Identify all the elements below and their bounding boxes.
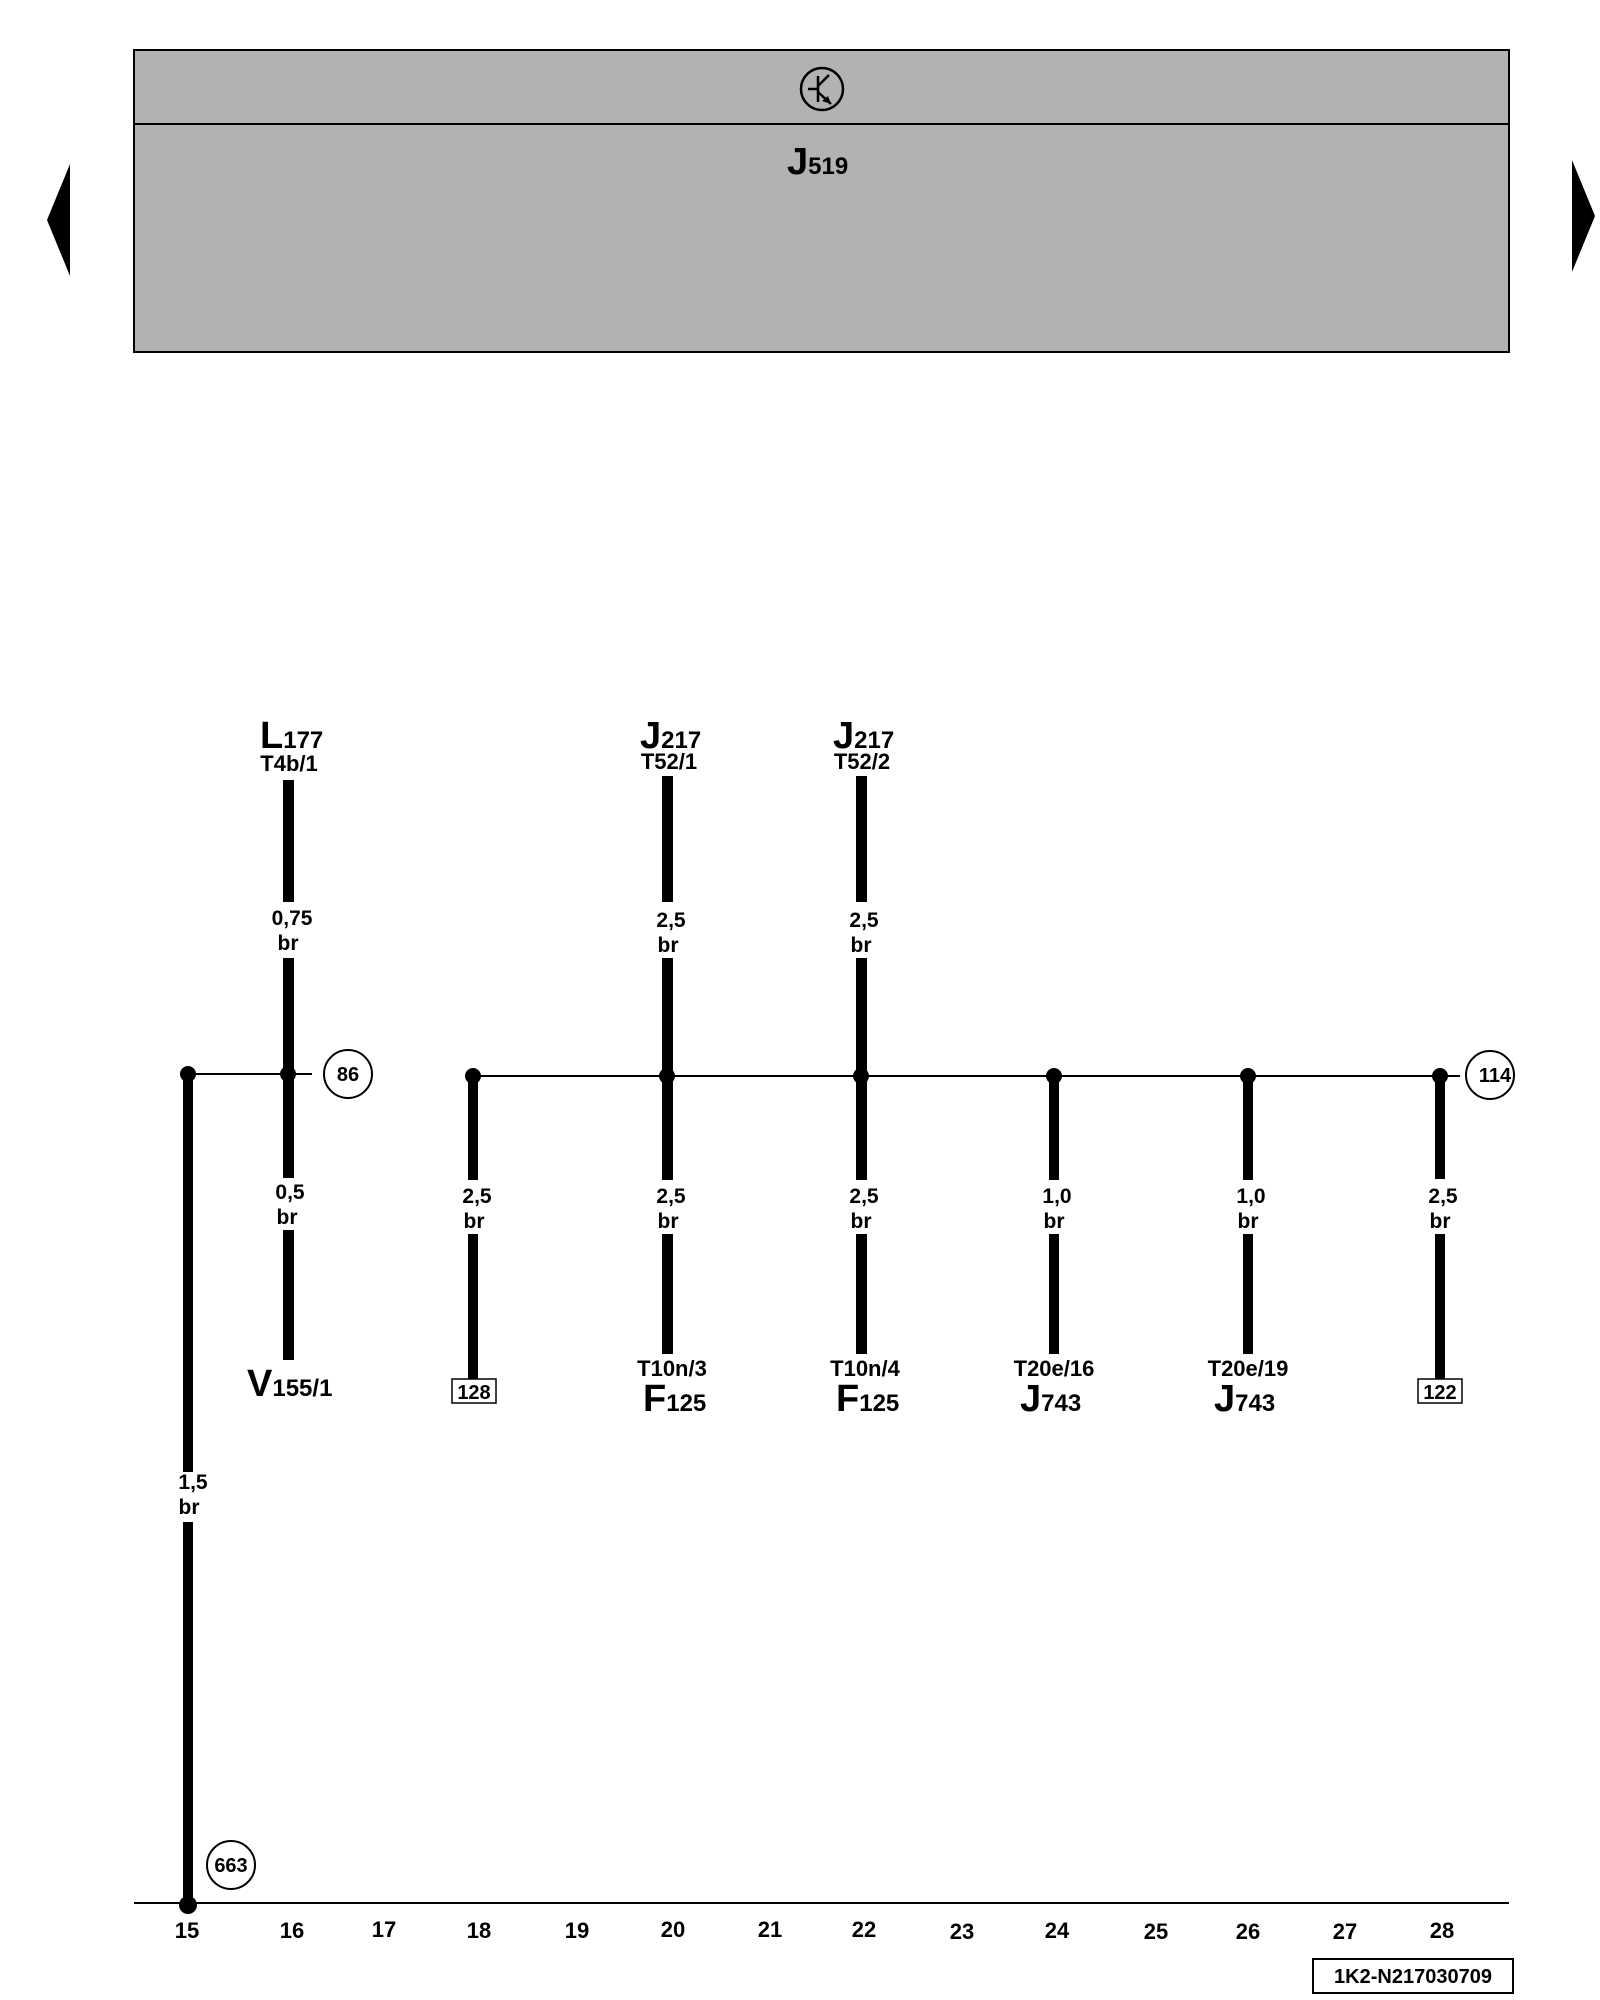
wire-color-label: br — [179, 1496, 200, 1519]
bottom-component-label: V155/1 — [247, 1363, 332, 1405]
boxed-ref — [451, 1378, 497, 1404]
column-number: 26 — [1236, 1919, 1260, 1944]
wire-size-label: 2,5 — [849, 1185, 879, 1208]
column-number: 23 — [950, 1919, 974, 1944]
circle-ref[interactable] — [1465, 1050, 1515, 1100]
junction-dot — [179, 1896, 197, 1914]
bottom-component-pin: T20e/19 — [1208, 1356, 1289, 1381]
column-number: 22 — [852, 1917, 876, 1942]
wire-color-label: br — [851, 934, 872, 957]
boxed-ref-label: 128 — [457, 1382, 490, 1404]
wire-segment — [1435, 1076, 1445, 1179]
column-number: 28 — [1430, 1918, 1454, 1943]
circle-ref[interactable] — [206, 1840, 256, 1890]
document-id: 1K2-N217030709 — [1334, 1966, 1492, 1988]
column-number: 24 — [1045, 1918, 1070, 1943]
wire-size-label: 2,5 — [462, 1185, 492, 1208]
top-component-label: J217 — [833, 715, 894, 757]
bottom-component-pin: T10n/4 — [830, 1356, 900, 1381]
junction-dot — [1240, 1068, 1256, 1084]
wire-segment — [468, 1234, 478, 1380]
wire-size-label: 2,5 — [849, 909, 879, 932]
wire-size-label: 0,5 — [275, 1181, 305, 1204]
wire-segment — [283, 780, 294, 902]
junction-dot — [180, 1066, 196, 1082]
top-component-pin: T52/1 — [641, 749, 697, 774]
wire-color-label: br — [277, 1206, 298, 1229]
column-number: 16 — [280, 1918, 304, 1943]
bottom-component-label: F125 — [643, 1378, 706, 1420]
wire-color-label: br — [658, 1210, 679, 1233]
junction-dot — [659, 1068, 675, 1084]
wire-color-label: br — [1430, 1210, 1451, 1233]
wire-segment — [1243, 1076, 1253, 1180]
column-number: 21 — [758, 1917, 782, 1942]
column-number: 25 — [1144, 1919, 1168, 1944]
triangle-right-icon[interactable] — [1572, 160, 1595, 272]
wire-color-label: br — [658, 934, 679, 957]
junction-dot — [1432, 1068, 1448, 1084]
transistor-icon — [799, 66, 845, 112]
junction-dot — [1046, 1068, 1062, 1084]
bottom-component-pin: T10n/3 — [637, 1356, 707, 1381]
wire-color-label: br — [464, 1210, 485, 1233]
column-number: 27 — [1333, 1919, 1357, 1944]
column-number: 18 — [467, 1918, 491, 1943]
wire-color-label: br — [1044, 1210, 1065, 1233]
bottom-component-label: J743 — [1020, 1378, 1081, 1420]
column-number: 17 — [372, 1917, 396, 1942]
wire-segment — [1049, 1234, 1059, 1354]
wire-segment — [662, 1234, 673, 1354]
wire-size-label: 1,5 — [178, 1471, 208, 1494]
wire-segment — [856, 1234, 867, 1354]
top-component-pin: T52/2 — [834, 749, 890, 774]
wire-size-label: 2,5 — [656, 909, 686, 932]
column-number: 15 — [175, 1918, 199, 1943]
wire-segment — [1435, 1234, 1445, 1380]
wire-size-label: 0,75 — [272, 907, 313, 930]
wire-segment — [283, 1230, 294, 1360]
circle-ref-label: 86 — [337, 1064, 359, 1086]
wire-color-label: br — [1238, 1210, 1259, 1233]
top-component-pin: T4b/1 — [260, 751, 317, 776]
triangle-left-icon[interactable] — [47, 164, 70, 276]
document-id-box — [1312, 1958, 1514, 1994]
circle-ref-label: 663 — [214, 1855, 247, 1877]
bottom-component-pin: T20e/16 — [1014, 1356, 1095, 1381]
wire-segment — [468, 1076, 478, 1180]
wire-size-label: 2,5 — [656, 1185, 686, 1208]
circle-ref-label: 114 — [1479, 1065, 1512, 1087]
wire-color-label: br — [278, 932, 299, 955]
boxed-ref — [1417, 1378, 1463, 1404]
top-component-label: J217 — [640, 715, 701, 757]
wire-size-label: 1,0 — [1236, 1185, 1265, 1208]
wire-size-label: 2,5 — [1428, 1185, 1458, 1208]
circle-ref[interactable] — [323, 1049, 373, 1099]
boxed-ref-label: 122 — [1423, 1382, 1456, 1404]
wire-segment — [856, 776, 867, 902]
wire-segment — [1243, 1234, 1253, 1354]
bottom-component-label: J743 — [1214, 1378, 1275, 1420]
wire-size-label: 1,0 — [1042, 1185, 1071, 1208]
component-header-box — [133, 49, 1510, 353]
header-component-label: J519 — [787, 141, 848, 183]
wire-label-gap — [176, 1472, 200, 1522]
top-component-label: L177 — [260, 715, 323, 757]
wire-segment — [1049, 1076, 1059, 1180]
wire-segment — [662, 776, 673, 902]
wire-color-label: br — [851, 1210, 872, 1233]
junction-dot — [853, 1068, 869, 1084]
column-number: 19 — [565, 1918, 589, 1943]
junction-dot — [465, 1068, 481, 1084]
bottom-component-label: F125 — [836, 1378, 899, 1420]
column-number: 20 — [661, 1917, 685, 1942]
junction-dot — [280, 1066, 296, 1082]
